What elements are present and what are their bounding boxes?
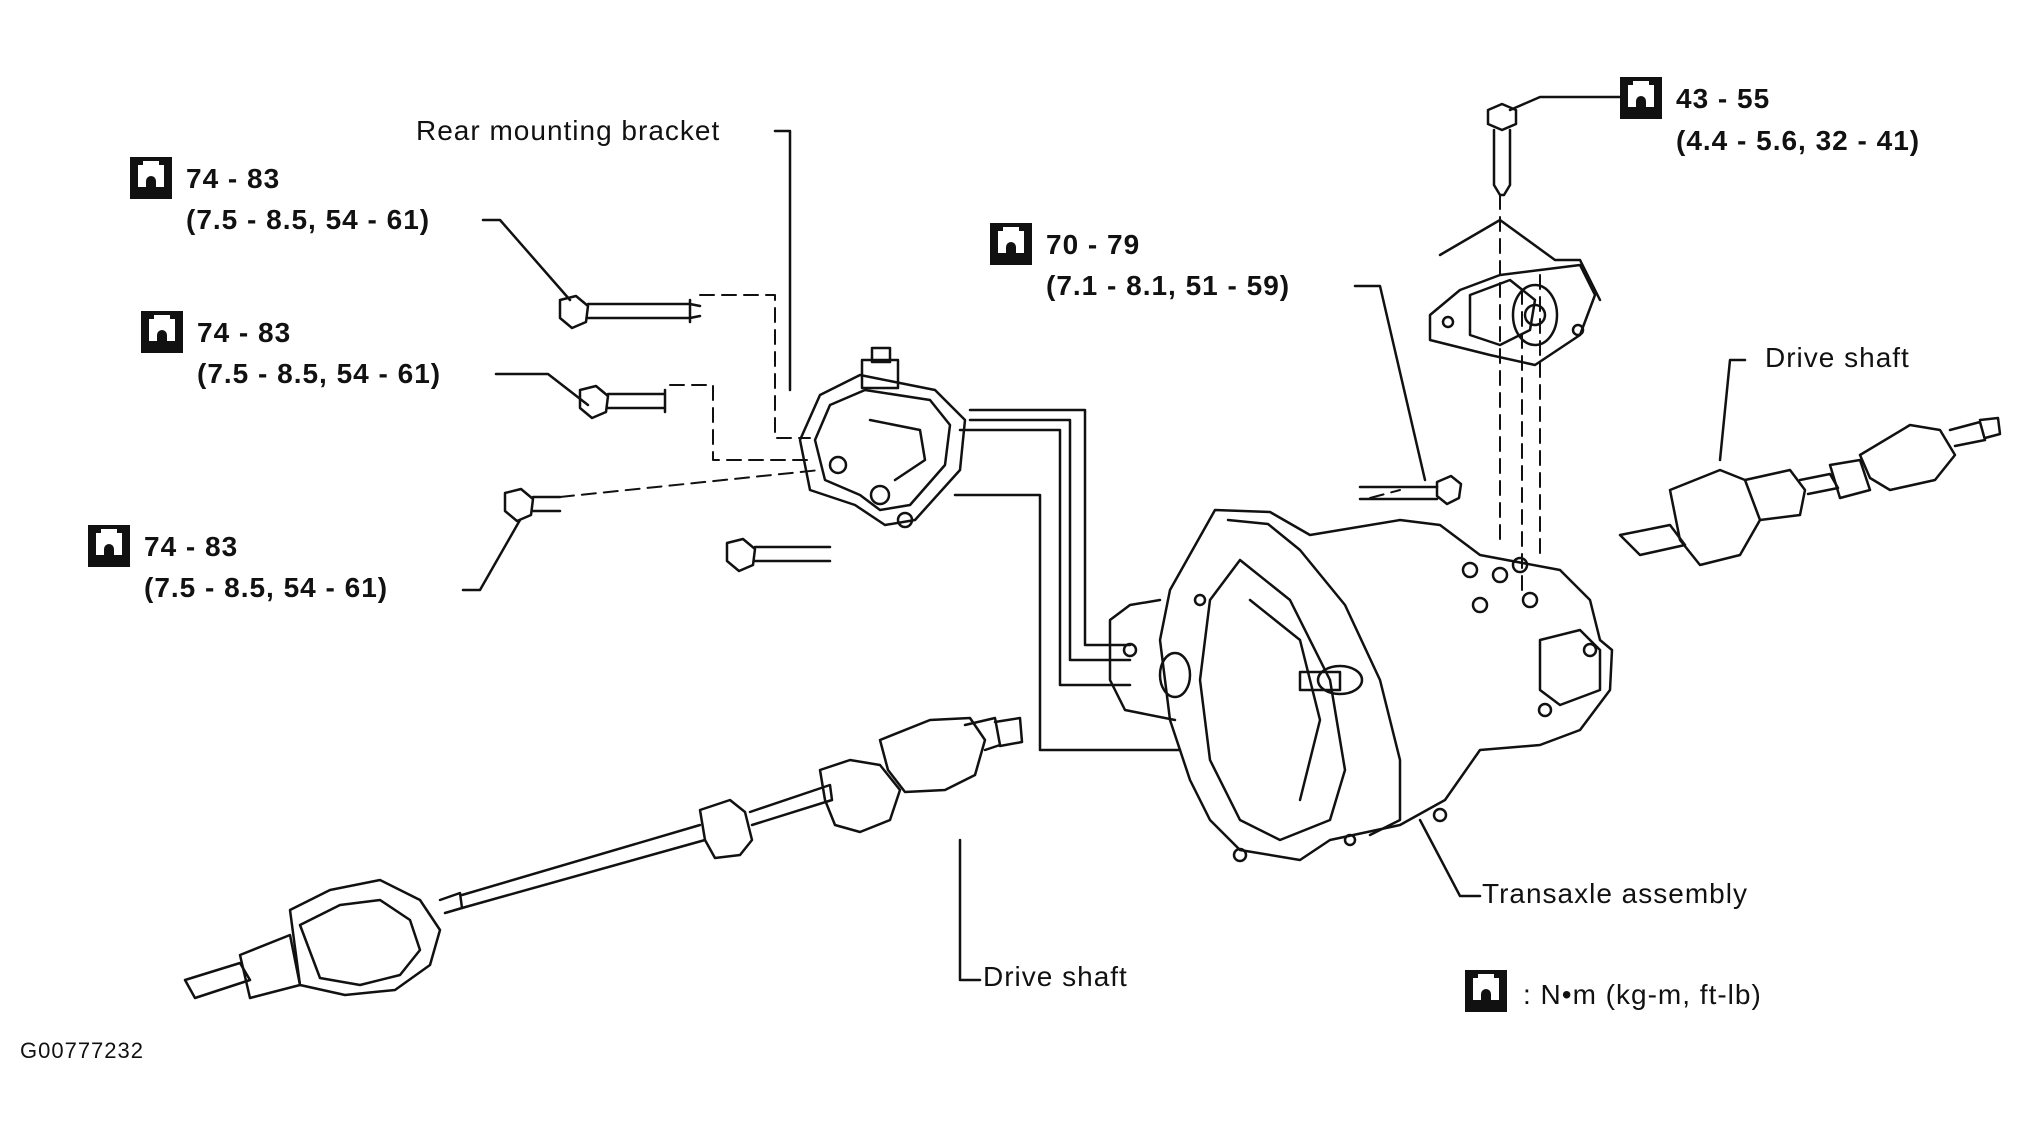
torque-spec-4-alt: (7.1 - 8.1, 51 - 59) [1046,270,1291,301]
drive-shaft-right [1618,416,2002,567]
torque-spec-2-nm: 74 - 83 [197,317,292,348]
torque-wrench-icon [990,223,1032,265]
torque-spec-2-alt: (7.5 - 8.5, 54 - 61) [197,358,442,389]
torque-wrench-icon [88,525,130,567]
bolt-3 [503,487,562,523]
torque-spec-5-alt: (4.4 - 5.6, 32 - 41) [1676,125,1921,156]
torque-spec-3-nm: 74 - 83 [144,531,239,562]
torque-spec-1-nm: 74 - 83 [186,163,281,194]
torque-spec-1-alt: (7.5 - 8.5, 54 - 61) [186,204,431,235]
rear-mounting-bracket [798,346,967,529]
bolt-1 [558,294,702,330]
torque-spec-5-nm: 43 - 55 [1676,83,1771,114]
routing-lines [953,408,1182,752]
torque-wrench-icon [1620,77,1662,119]
drive-shaft-left [183,716,1024,1000]
legend-units: : N•m (kg-m, ft-lb) [1523,979,1762,1010]
bolt-4 [725,537,832,573]
figure-id: G00777232 [20,1038,144,1063]
bolt-2 [578,384,667,420]
label-rear-mounting-bracket: Rear mounting bracket [416,115,721,146]
label-transaxle-assembly: Transaxle assembly [1482,878,1748,909]
transaxle-assembly [1108,508,1614,863]
bolt-5 [1358,474,1463,506]
engine-mount [1428,218,1602,367]
label-drive-shaft-left: Drive shaft [983,961,1128,992]
torque-wrench-icon [1465,970,1507,1012]
bolt-6 [1486,102,1518,197]
label-drive-shaft-right: Drive shaft [1765,342,1910,373]
torque-wrench-icon [141,311,183,353]
torque-wrench-icon [130,157,172,199]
torque-spec-4-nm: 70 - 79 [1046,229,1141,260]
leader-lines [461,95,1747,982]
torque-spec-3-alt: (7.5 - 8.5, 54 - 61) [144,572,389,603]
